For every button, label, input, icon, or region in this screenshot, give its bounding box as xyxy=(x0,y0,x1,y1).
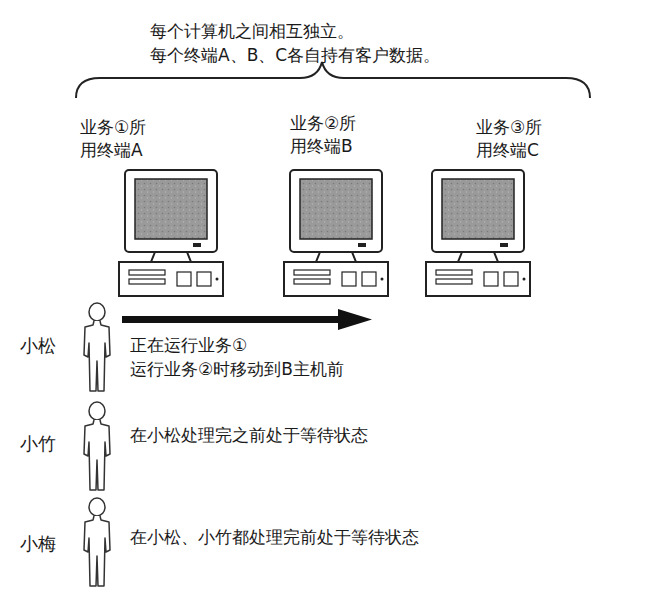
person xyxy=(84,303,110,391)
person-name: 小松 xyxy=(20,334,56,358)
person xyxy=(84,402,110,490)
brace-note: 每个计算机之间相互独立。 xyxy=(150,20,354,43)
brace-note: 每个终端A、B、C各自持有客户数据。 xyxy=(150,44,440,67)
person xyxy=(84,498,110,586)
terminal-label: 业务③所用终端C xyxy=(476,116,546,162)
status-note: 在小松、小竹都处理完前处于等待状态 xyxy=(130,526,419,549)
arrow-head xyxy=(338,309,372,330)
terminal-b xyxy=(284,170,388,296)
person-name: 小梅 xyxy=(20,532,56,556)
status-note: 在小松处理完之前处于等待状态 xyxy=(130,424,368,447)
person-name: 小竹 xyxy=(20,432,56,456)
status-note: 运行业务②时移动到B主机前 xyxy=(130,358,344,381)
terminal-label: 业务①所用终端A xyxy=(80,116,150,162)
terminal-c xyxy=(426,170,530,296)
terminal-label: 业务②所用终端B xyxy=(290,112,360,158)
brace xyxy=(76,62,590,98)
move-arrow xyxy=(122,316,342,323)
status-note: 正在运行业务① xyxy=(130,334,247,357)
terminal-a xyxy=(119,170,223,296)
